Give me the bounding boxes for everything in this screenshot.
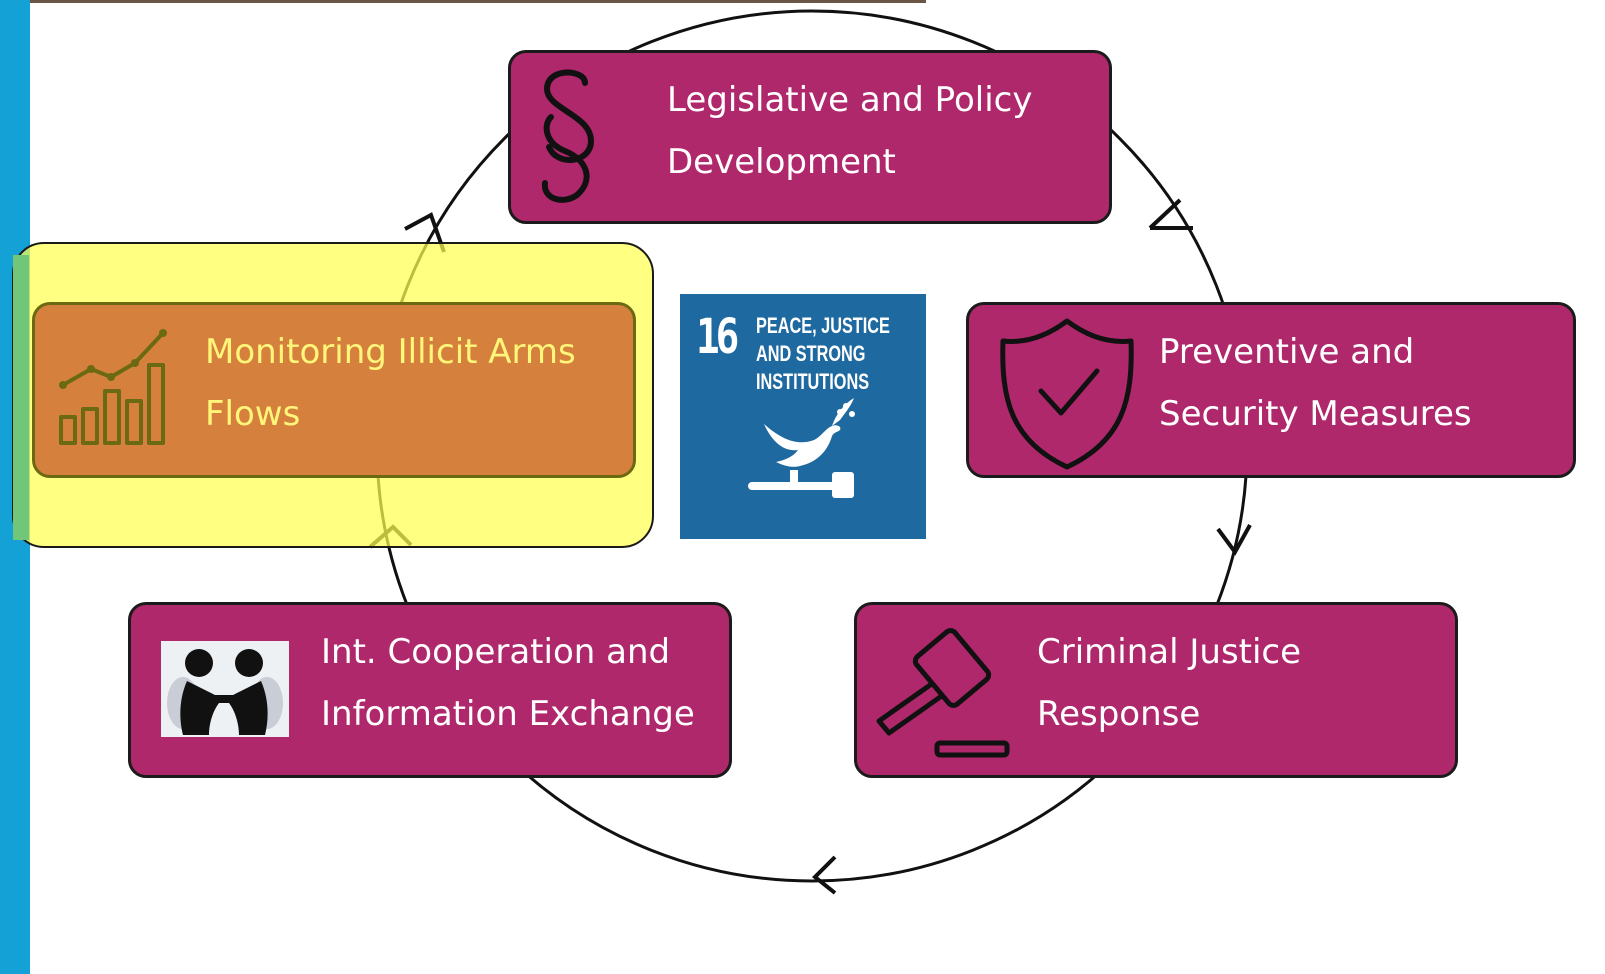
monitoring-label-line-1: Monitoring Illicit Arms [205, 332, 576, 372]
handshake-figures-icon [161, 641, 289, 737]
cooperation-label-line-2: Information Exchange [321, 694, 695, 734]
arrowhead-left-upper [404, 212, 446, 253]
sdg16-badge: 16 PEACE, JUSTICE AND STRONG INSTITUTION… [680, 294, 926, 539]
criminal-label-line-2: Response [1037, 694, 1201, 734]
top-edge-strip [30, 0, 926, 3]
sdg-title: PEACE, JUSTICE AND STRONG INSTITUTIONS [756, 312, 890, 396]
highlight-accent-bar [13, 255, 29, 540]
stage-box-criminal[interactable]: Criminal Justice Response [854, 602, 1458, 778]
arrowhead-right [1216, 524, 1252, 556]
arrowhead-bottom [812, 855, 837, 895]
sdg-title-line-3: INSTITUTIONS [756, 369, 870, 394]
preventive-label-line-2: Security Measures [1159, 394, 1472, 434]
preventive-label-line-1: Preventive and [1159, 332, 1415, 372]
criminal-label-line-1: Criminal Justice [1037, 632, 1302, 672]
monitoring-label-line-2: Flows [205, 394, 301, 434]
stage-box-monitoring[interactable]: Monitoring Illicit Arms Flows [32, 302, 636, 478]
section-sign-icon [541, 69, 595, 203]
sdg-title-line-1: PEACE, JUSTICE [756, 313, 890, 338]
stage-box-preventive[interactable]: Preventive and Security Measures [966, 302, 1576, 478]
sdg-number: 16 [696, 309, 739, 365]
shield-check-icon [1000, 318, 1134, 470]
cooperation-label-line-1: Int. Cooperation and [321, 632, 671, 672]
gavel-icon [876, 628, 1010, 758]
arrowhead-top-right [1148, 198, 1193, 230]
stage-box-legislative[interactable]: Legislative and Policy Development [508, 50, 1112, 224]
growth-chart-icon [59, 329, 167, 445]
legislative-label-line-1: Legislative and Policy [667, 80, 1033, 120]
legislative-label-line-2: Development [667, 142, 896, 182]
dove-gavel-icon [748, 398, 855, 498]
stage-box-cooperation[interactable]: Int. Cooperation and Information Exchang… [128, 602, 732, 778]
sdg-title-line-2: AND STRONG [756, 341, 866, 366]
